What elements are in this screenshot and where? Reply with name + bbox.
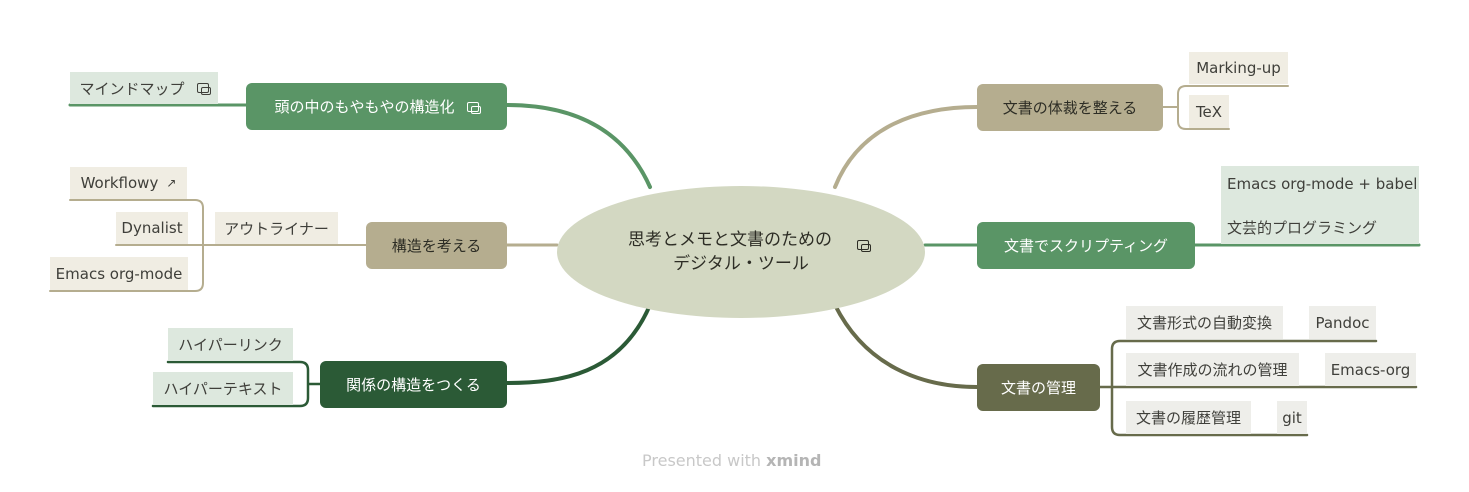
leaf-outliner-label: アウトライナー [224,219,329,238]
leaf-emacs-babel-label: Emacs org-mode + babel [1227,175,1418,193]
leaf-pandoc[interactable]: Pandoc [1309,306,1376,339]
leaf-history-management[interactable]: 文書の履歴管理 [1126,401,1251,434]
topic-management-label: 文書の管理 [1000,379,1076,397]
leaf-auto-conversion[interactable]: 文書形式の自動変換 [1126,306,1283,339]
connector-relations [505,303,652,385]
connector-tool-bracket [49,199,216,292]
topic-scripting-label: 文書でスクリプティング [1003,237,1169,255]
presented-with-footer: Presented with xmind [642,451,821,470]
topic-format[interactable]: 文書の体裁を整える [977,84,1163,131]
central-topic[interactable]: 思考とメモと文書のための デジタル・ツール [557,186,925,318]
topic-structuring-label: 頭の中のもやもやの構造化 [274,98,455,116]
leaf-emacs-org-label: Emacs-org [1330,360,1411,379]
leaf-emacs-org[interactable]: Emacs-org [1325,353,1416,386]
leaf-emacs-babel[interactable]: Emacs org-mode + babel [1221,169,1419,199]
connector-format-bracket [1162,85,1289,130]
central-topic-line1: 思考とメモと文書のための [628,230,832,250]
topic-structuring[interactable]: 頭の中のもやもやの構造化 [246,83,507,130]
leaf-hyperlink[interactable]: ハイパーリンク [168,328,293,361]
leaf-emacs-org-mode-label: Emacs org-mode [55,264,183,283]
leaf-emacs-org-mode[interactable]: Emacs org-mode [50,257,188,290]
leaf-literate-programming-label: 文芸的プログラミング [1227,218,1378,237]
leaf-dynalist[interactable]: Dynalist [116,212,188,244]
leaf-history-management-label: 文書の履歴管理 [1135,409,1241,427]
leaf-hypertext-label: ハイパーテキスト [163,380,283,398]
leaf-auto-conversion-label: 文書形式の自動変換 [1136,314,1272,332]
topic-relations[interactable]: 関係の構造をつくる [320,361,507,408]
leaf-tex-label: TeX [1195,102,1223,121]
leaf-dynalist-label: Dynalist [121,219,183,237]
leaf-workflow-management[interactable]: 文書作成の流れの管理 [1126,353,1299,386]
leaf-workflow-management-label: 文書作成の流れの管理 [1137,361,1288,379]
leaf-git-label: git [1282,408,1302,427]
leaf-marking-up-label: Marking-up [1196,59,1281,77]
leaf-scripting-group[interactable] [1221,166,1419,244]
leaf-git[interactable]: git [1277,401,1307,434]
link-icon[interactable] [466,101,481,114]
leaf-pandoc-label: Pandoc [1315,313,1370,332]
leaf-mindmap[interactable]: マインドマップ [70,72,218,104]
topic-thinking-label: 構造を考える [391,237,482,255]
leaf-mindmap-label: マインドマップ [79,79,185,98]
topic-management[interactable]: 文書の管理 [977,364,1100,411]
leaf-hyperlink-label: ハイパーリンク [178,336,283,354]
leaf-hypertext[interactable]: ハイパーテキスト [153,372,293,405]
leaf-literate-programming[interactable]: 文芸的プログラミング [1221,212,1419,242]
external-link-icon[interactable]: ↗ [166,176,177,190]
connector-format [833,105,979,189]
connector-management-bracket [1098,339,1418,437]
central-topic-line2: デジタル・ツール [673,254,809,274]
leaf-outliner[interactable]: アウトライナー [215,212,338,244]
xmind-logo: xmind [766,451,822,470]
connector-hyperlinks [151,360,322,408]
footer-text: Presented with [642,451,762,470]
leaf-workflowy-label: Workflowy [80,174,159,192]
topic-scripting[interactable]: 文書でスクリプティング [977,222,1195,269]
link-icon[interactable] [857,240,871,252]
connector-management [833,303,979,389]
leaf-tex[interactable]: TeX [1189,95,1229,128]
link-icon[interactable] [196,83,211,95]
topic-relations-label: 関係の構造をつくる [346,376,481,394]
leaf-marking-up[interactable]: Marking-up [1189,52,1288,84]
topic-thinking[interactable]: 構造を考える [366,222,507,269]
connector-structuring [505,103,652,189]
leaf-workflowy[interactable]: Workflowy ↗ [70,167,187,199]
topic-format-label: 文書の体裁を整える [1002,99,1138,117]
